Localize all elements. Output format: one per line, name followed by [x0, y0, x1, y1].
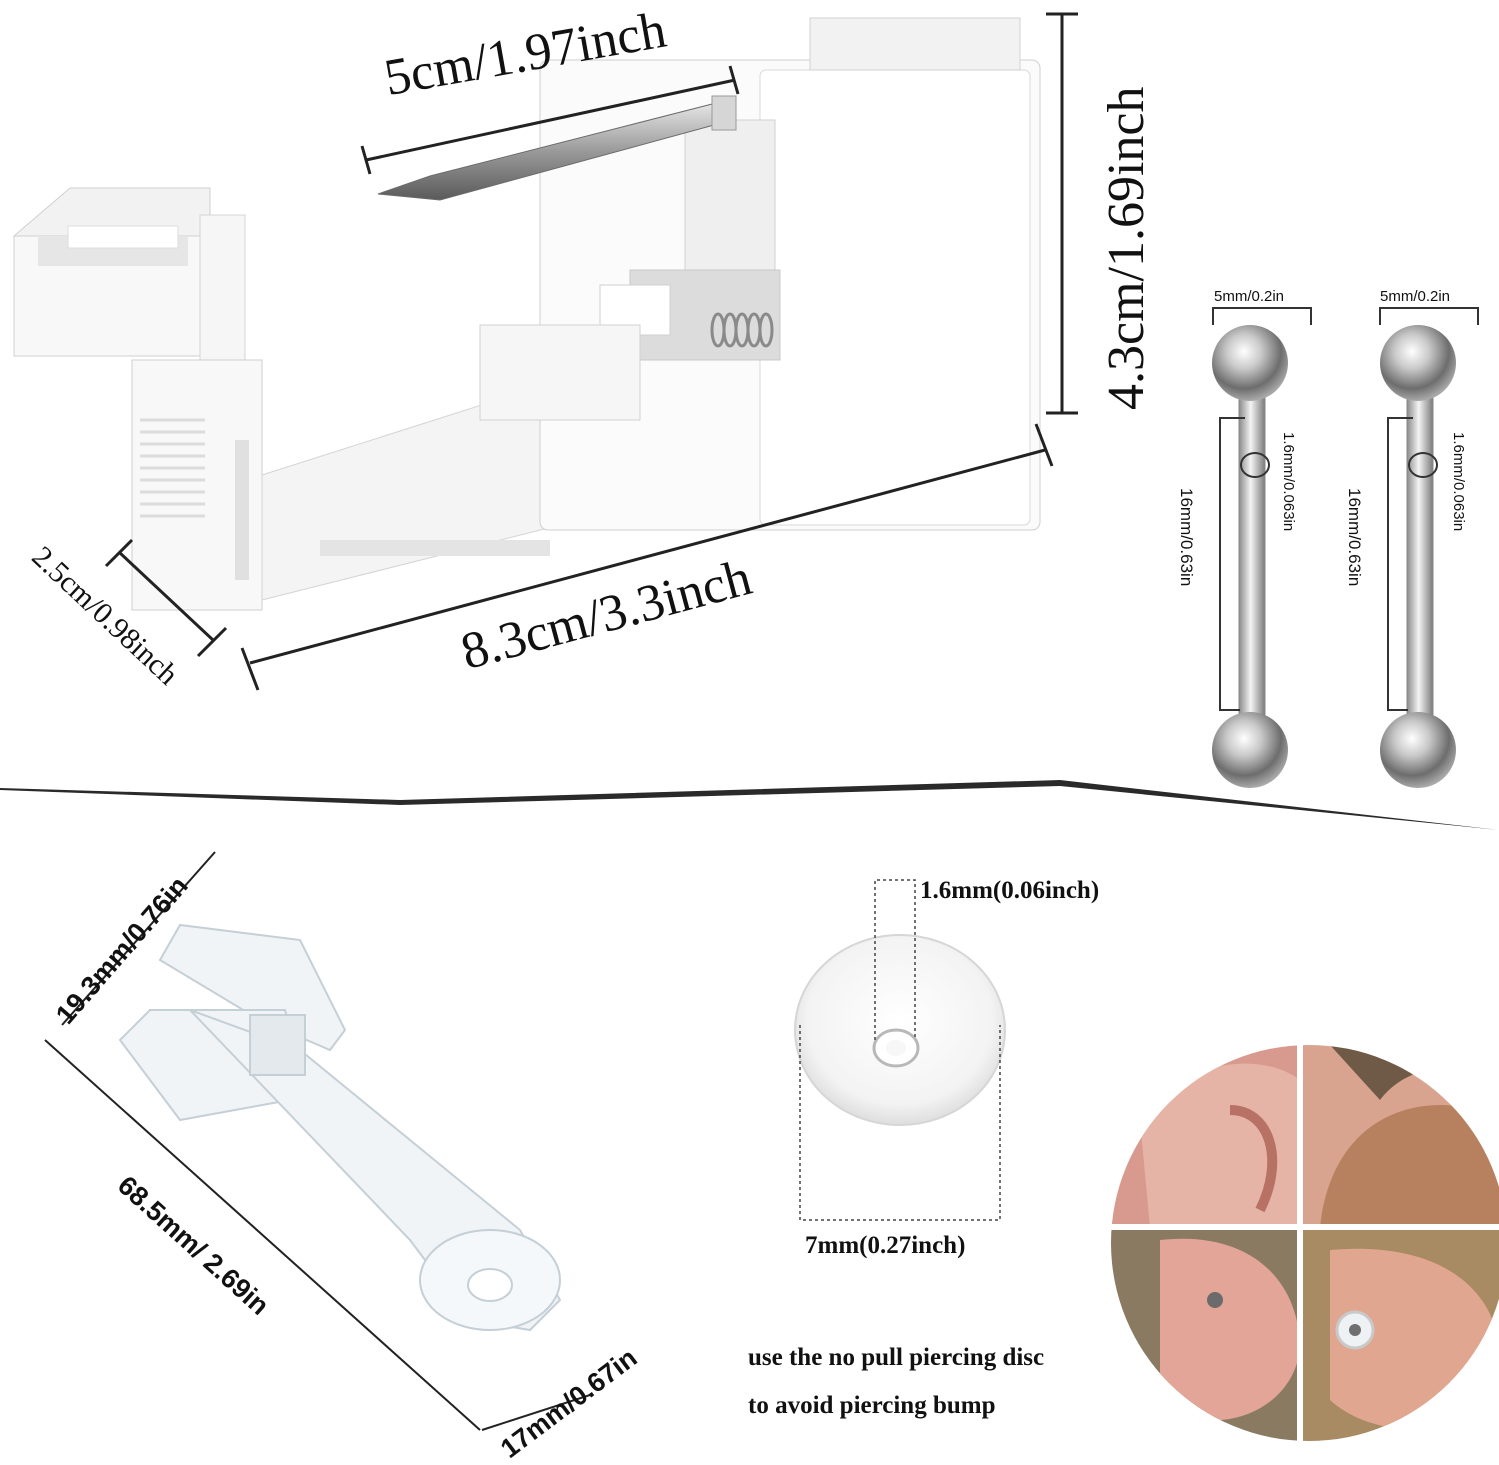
disc-tip-line-2: to avoid piercing bump: [748, 1392, 996, 1419]
divider-band: [0, 780, 1499, 830]
barbell-image-left: [1212, 325, 1288, 788]
ear-photos: [1111, 1045, 1499, 1441]
barbell-dimension-lines: [1212, 307, 1479, 711]
barbell-length-left: 16mm/0.63in: [1177, 488, 1196, 587]
piercing-tool-image: [12, 17, 1041, 611]
clamp-image: [118, 923, 562, 1332]
disc-tip-line-1: use the no pull piercing disc: [748, 1344, 1045, 1371]
disc-image: [794, 934, 1006, 1126]
tool-dimension-lines: [104, 12, 1078, 691]
tool-height-label: 4.3cm/1.69inch: [1098, 86, 1155, 410]
disc-hole-label: 1.6mm(0.06inch): [920, 877, 1100, 904]
barbell-length-right: 16mm/0.63in: [1345, 488, 1364, 587]
barbell-ball-diameter-right: 5mm/0.2in: [1380, 288, 1451, 305]
clamp-dimension-lines: [44, 851, 591, 1431]
barbell-ball-diameter-left: 5mm/0.2in: [1214, 288, 1285, 305]
disc-diameter-label: 7mm(0.27inch): [805, 1232, 966, 1259]
barbell-gauge-right: 1.6mm/0.063in: [1450, 432, 1467, 532]
barbell-gauge-left: 1.6mm/0.063in: [1280, 432, 1297, 532]
disc-dimension-lines: [799, 879, 1001, 1221]
barbell-image-right: [1380, 325, 1456, 788]
